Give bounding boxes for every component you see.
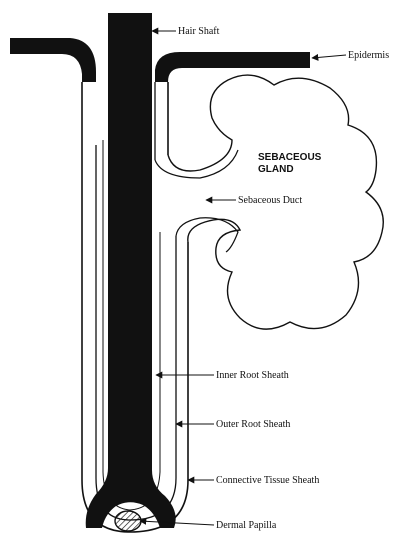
sebaceous-gland [167, 74, 384, 330]
pointer-dermal-papilla [139, 517, 215, 526]
label-inner-root-sheath: Inner Root Sheath [216, 370, 289, 381]
dermal-papilla [114, 510, 142, 532]
label-dermal-papilla: Dermal Papilla [216, 520, 277, 531]
label-outer-root-sheath: Outer Root Sheath [216, 419, 290, 430]
hair-shaft [85, 13, 176, 528]
epidermis-left [10, 38, 96, 82]
sebaceous-duct-lower [175, 217, 239, 253]
connective-tissue-sheath [81, 82, 189, 533]
label-sebaceous-gland-2: GLAND [258, 164, 294, 175]
epidermis-right [155, 52, 310, 82]
label-sebaceous-duct: Sebaceous Duct [238, 195, 302, 206]
label-connective-tissue-sheath: Connective Tissue Sheath [216, 475, 319, 486]
label-hair-shaft: Hair Shaft [178, 26, 220, 37]
pointer-epidermis [311, 53, 347, 61]
label-epidermis: Epidermis [348, 50, 389, 61]
sebaceous-duct-upper [154, 149, 239, 179]
label-sebaceous-gland-1: SEBACEOUS [258, 152, 322, 163]
